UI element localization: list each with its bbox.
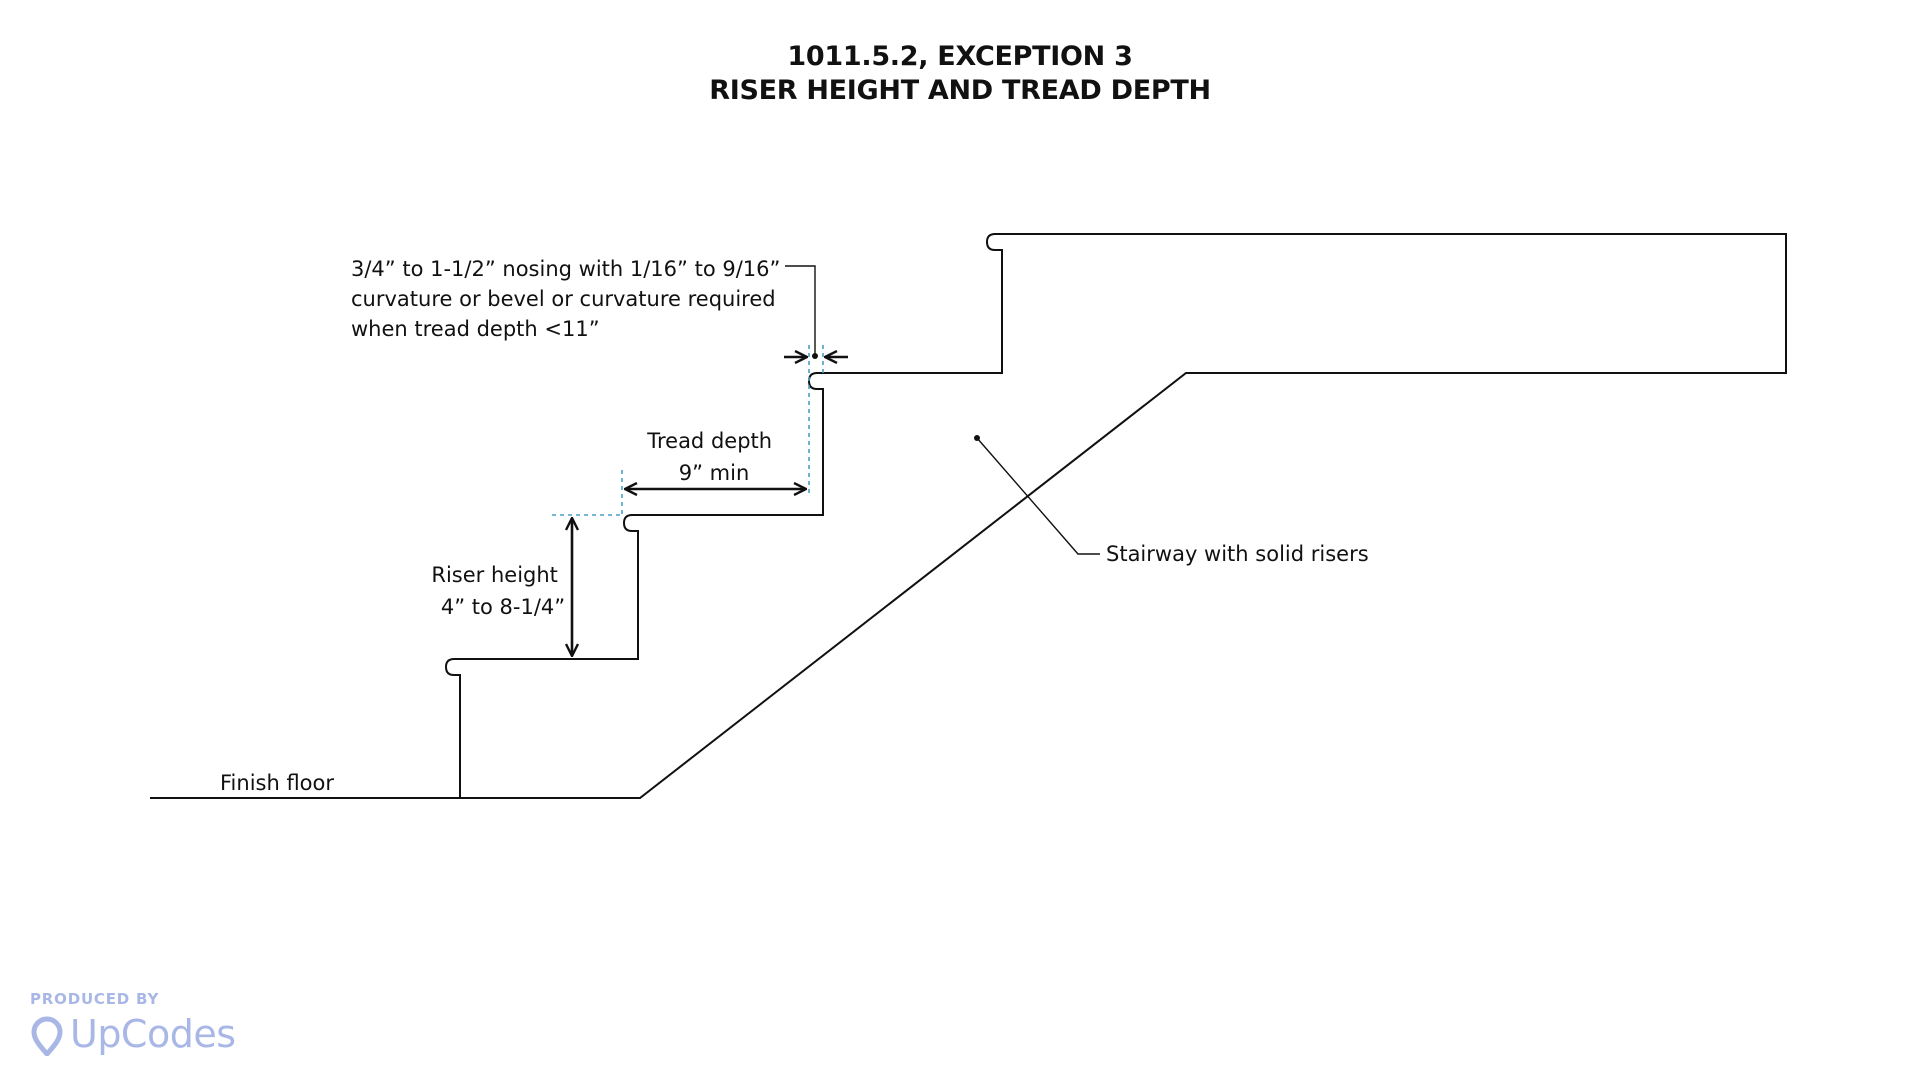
diagram-title: 1011.5.2, EXCEPTION 3 RISER HEIGHT AND T… (0, 40, 1920, 108)
title-code-reference: 1011.5.2, EXCEPTION 3 (787, 41, 1133, 72)
stairway-label: Stairway with solid risers (1106, 542, 1369, 566)
title-subject: RISER HEIGHT AND TREAD DEPTH (709, 75, 1211, 106)
nosing-leader-dot (812, 353, 818, 359)
brand-name: UpCodes (70, 1012, 236, 1056)
map-pin-icon (31, 1016, 63, 1056)
stairway-leader-dot (974, 435, 980, 441)
produced-by-label: PRODUCED BY (30, 990, 160, 1008)
finish-floor-label: Finish floor (220, 771, 334, 795)
stair-profile (444, 233, 1787, 799)
tread-depth-label: Tread depth 9” min (646, 429, 779, 485)
nosing-label: 3/4” to 1-1/2” nosing with 1/16” to 9/16… (351, 257, 787, 341)
stairway-leader-line (976, 437, 1100, 555)
riser-height-label: Riser height 4” to 8-1/4” (431, 563, 565, 619)
nosing-leader-line (785, 265, 816, 356)
upcodes-brand: PRODUCED BY UpCodes (30, 990, 250, 1060)
